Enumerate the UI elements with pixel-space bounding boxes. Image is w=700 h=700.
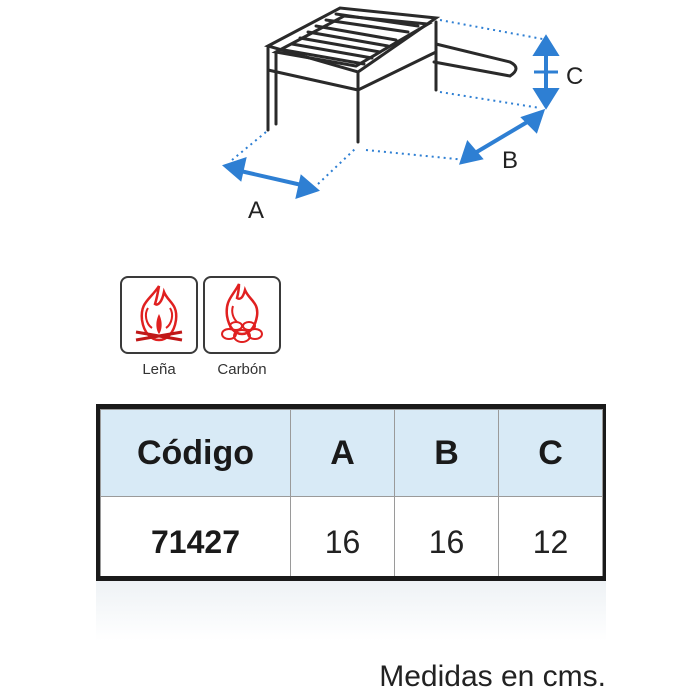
table-reflection (96, 581, 606, 641)
cell-b: 16 (394, 496, 499, 588)
dimensions-table: Código A B C 71427 16 16 12 (96, 404, 606, 588)
units-footnote: Medidas en cms. (379, 660, 606, 693)
table-header-row: Código A B C (100, 409, 603, 497)
firewood-flame-icon (120, 276, 198, 354)
dimension-label-b: B (502, 147, 518, 174)
column-header-c: C (498, 409, 603, 497)
column-header-code: Código (100, 409, 291, 497)
dimension-label-a: A (248, 197, 264, 224)
grill-illustration (264, 6, 518, 144)
dimension-arrow-c (532, 34, 560, 110)
cell-code: 71427 (100, 496, 291, 588)
cell-c: 12 (498, 496, 603, 588)
fuel-label-firewood: Leña (142, 361, 176, 378)
column-header-a: A (290, 409, 395, 497)
charcoal-flame-icon (203, 276, 281, 354)
dimension-arrow-b (458, 108, 546, 165)
dimension-arrow-a (222, 156, 320, 200)
grill-diagram: A B C (222, 6, 583, 224)
cell-a: 16 (290, 496, 395, 588)
column-header-b: B (394, 409, 499, 497)
table-bottom-border (96, 576, 606, 581)
table-row: 71427 16 16 12 (100, 496, 603, 588)
fuel-label-charcoal: Carbón (217, 361, 267, 378)
dimension-label-c: C (566, 63, 583, 90)
